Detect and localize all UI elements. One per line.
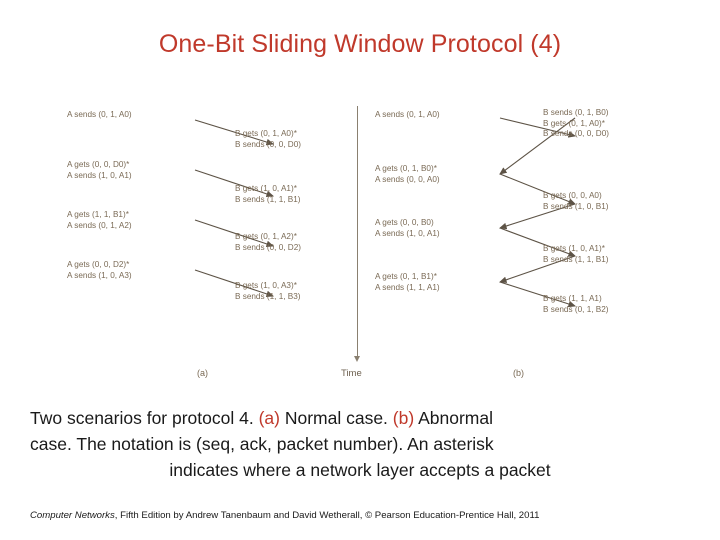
slide-caption: Two scenarios for protocol 4. (a) Normal… <box>30 405 690 483</box>
caption-ref-b: (b) <box>392 408 415 428</box>
event-block-b-r1: B sends (0, 1, B0) B gets (0, 1, A0)* B … <box>543 108 609 138</box>
credit-rest: , Fifth Edition by Andrew Tanenbaum and … <box>114 510 540 521</box>
event-block-b-r2: B gets (0, 0, A0) B sends (1, 0, B1) <box>543 191 609 211</box>
source-credit: Computer Networks, Fifth Edition by Andr… <box>30 510 690 521</box>
event-block-a-l4: A gets (0, 0, D2)* A sends (1, 0, A3) <box>67 260 132 280</box>
message-arrow-panel-a-1 <box>194 119 275 146</box>
caption-line1-mid: Normal case. <box>279 408 393 428</box>
time-axis-arrowhead <box>354 356 360 362</box>
message-arrow-panel-b-1 <box>499 117 577 138</box>
event-block-b-r3: B gets (1, 0, A1)* B sends (1, 1, B1) <box>543 244 609 264</box>
event-block-b-l3: A gets (0, 0, B0) A sends (1, 0, A1) <box>375 218 440 238</box>
message-arrow-panel-b-7 <box>499 281 577 308</box>
message-arrow-panel-a-3 <box>194 219 275 248</box>
caption-line3: indicates where a network layer accepts … <box>169 460 551 480</box>
time-axis-label: Time <box>341 368 362 379</box>
time-axis-line <box>357 106 358 358</box>
event-block-a-r1: B gets (0, 1, A0)* B sends (0, 0, D0) <box>235 129 301 149</box>
panel-b-label: (b) <box>513 368 524 378</box>
event-block-a-r3: B gets (0, 1, A2)* B sends (0, 0, D2) <box>235 232 301 252</box>
message-arrow-panel-b-6 <box>498 255 576 283</box>
event-block-a-l3: A gets (1, 1, B1)* A sends (0, 1, A2) <box>67 210 132 230</box>
event-block-b-l1: A sends (0, 1, A0) <box>375 110 440 119</box>
caption-line1-pre: Two scenarios for protocol 4. <box>30 408 259 428</box>
event-block-a-r4: B gets (1, 0, A3)* B sends (1, 1, B3) <box>235 281 301 301</box>
message-arrow-panel-b-3 <box>499 173 577 205</box>
event-block-a-l1: A sends (0, 1, A0) <box>67 110 132 119</box>
diagram-arrows <box>194 117 577 308</box>
event-block-a-r2: B gets (1, 0, A1)* B sends (1, 1, B1) <box>235 184 301 204</box>
event-block-b-r4: B gets (1, 1, A1) B sends (0, 1, B2) <box>543 294 609 314</box>
caption-line1-post: Abnormal <box>414 408 493 428</box>
caption-line2: case. The notation is (seq, ack, packet … <box>30 434 494 454</box>
event-block-b-l2: A gets (0, 1, B0)* A sends (0, 0, A0) <box>375 164 440 184</box>
message-arrow-panel-b-5 <box>499 227 577 257</box>
message-arrow-panel-a-4 <box>194 269 275 298</box>
event-block-b-l4: A gets (0, 1, B1)* A sends (1, 1, A1) <box>375 272 440 292</box>
message-arrow-panel-a-2 <box>194 169 275 198</box>
panel-a-label: (a) <box>197 368 208 378</box>
page-title: One-Bit Sliding Window Protocol (4) <box>158 30 562 58</box>
credit-book-title: Computer Networks <box>30 510 115 521</box>
protocol-diagram: Time (a) (b) A sends (0, 1, A0) A gets (0… <box>45 96 680 396</box>
event-block-a-l2: A gets (0, 0, D0)* A sends (1, 0, A1) <box>67 160 132 180</box>
message-arrow-panel-b-4 <box>498 203 576 230</box>
caption-ref-a: (a) <box>258 408 280 428</box>
message-arrow-panel-b-2 <box>499 117 576 175</box>
